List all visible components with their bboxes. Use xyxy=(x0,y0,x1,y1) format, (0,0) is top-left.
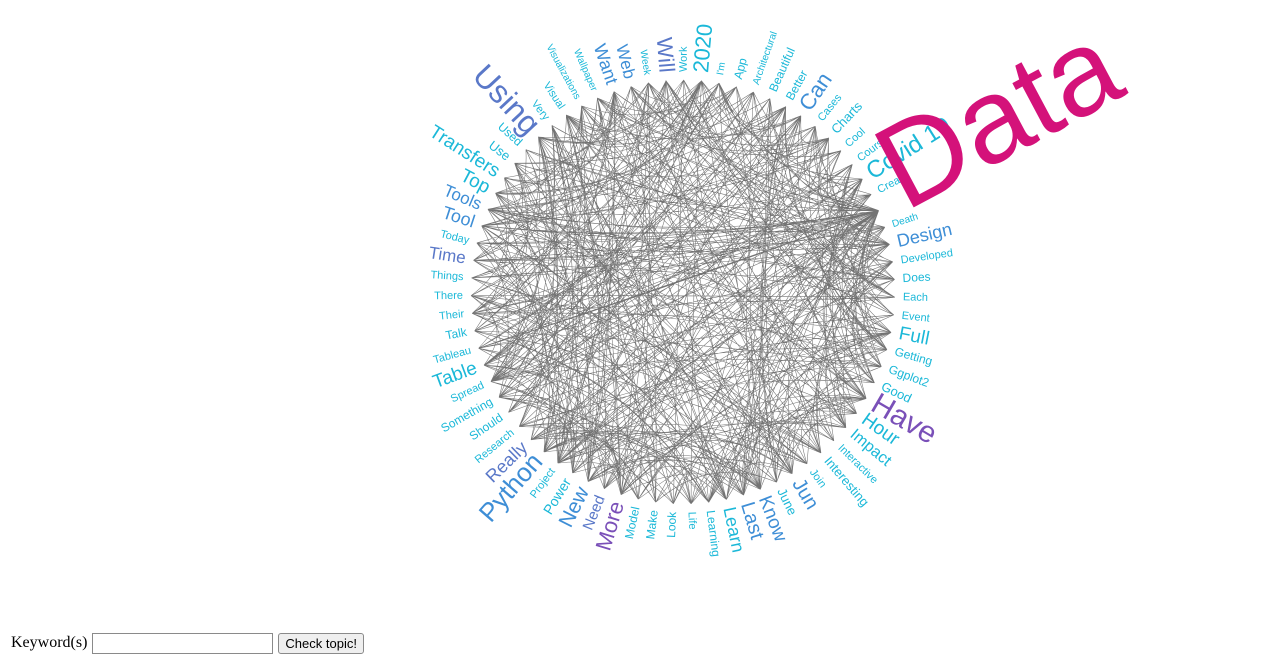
node-label[interactable]: Work xyxy=(678,46,690,72)
node-label[interactable]: Life xyxy=(685,512,698,530)
node-label[interactable]: I'm xyxy=(715,61,728,76)
node-label[interactable]: Talk xyxy=(444,325,469,343)
node-label[interactable]: Will xyxy=(652,36,680,73)
node-label[interactable]: Learning xyxy=(704,509,724,557)
check-topic-button[interactable]: Check topic! xyxy=(278,632,364,654)
topic-form: Keyword(s) Check topic! xyxy=(11,632,364,654)
node-label[interactable]: Things xyxy=(430,269,464,283)
node-label[interactable]: Model xyxy=(622,505,643,540)
node-label[interactable]: Event xyxy=(901,310,930,325)
node-label[interactable]: App xyxy=(731,56,750,81)
keyword-label: Keyword(s) xyxy=(11,634,88,651)
node-label[interactable]: Developed xyxy=(900,247,954,266)
node-label[interactable]: Make xyxy=(643,509,661,540)
node-label[interactable]: Time xyxy=(427,243,467,267)
keyword-input[interactable] xyxy=(92,632,274,654)
edges-group xyxy=(470,79,896,504)
node-label[interactable]: 2020 xyxy=(688,23,717,74)
node-label[interactable]: Look xyxy=(664,510,679,538)
node-label[interactable]: Each xyxy=(903,291,928,304)
node-label[interactable]: Data xyxy=(854,0,1141,235)
edge-bundle xyxy=(470,79,896,504)
node-label[interactable]: There xyxy=(434,290,463,302)
node-label[interactable]: Today xyxy=(439,228,471,247)
node-label[interactable]: Week xyxy=(637,49,652,77)
node-label[interactable]: Their xyxy=(439,308,465,323)
node-label[interactable]: Does xyxy=(902,270,931,286)
